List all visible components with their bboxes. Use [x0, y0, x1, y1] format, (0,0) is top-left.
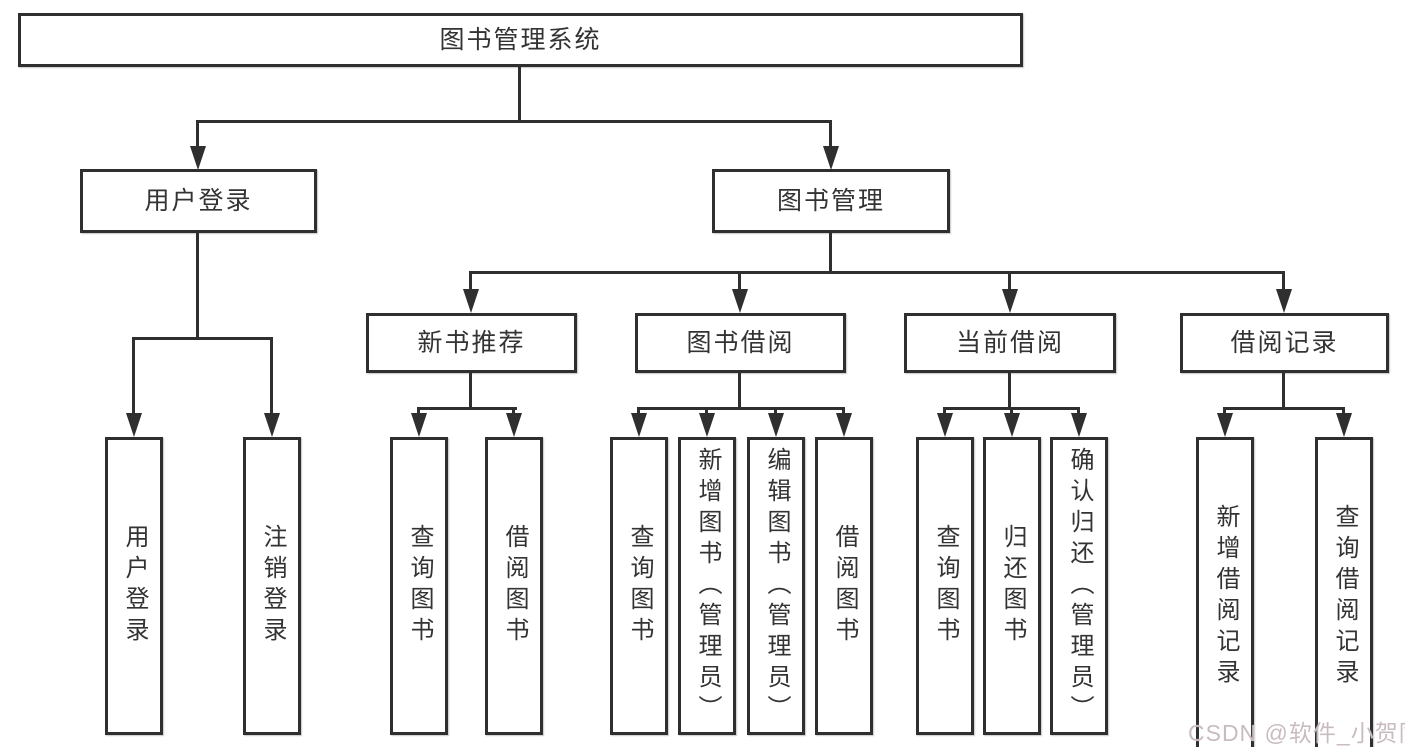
leaf-logout-label: 注销登录 — [259, 524, 286, 648]
arrowhead-bb-borrow — [836, 413, 852, 437]
connector-user-login-bar — [132, 337, 273, 340]
leaf-borrow-borrow: 借阅图书 — [815, 437, 873, 735]
connector-drop-bb-edit — [774, 407, 777, 415]
node-borrow-records-label: 借阅记录 — [1230, 328, 1339, 357]
connector-drop-nb-query — [417, 407, 420, 415]
node-current-borrow: 当前借阅 — [904, 313, 1116, 373]
node-new-book-recommend: 新书推荐 — [366, 313, 577, 373]
arrowhead-current-borrow — [1002, 289, 1018, 313]
node-root-label: 图书管理系统 — [439, 25, 602, 54]
connector-drop-book-mgmt — [829, 120, 832, 152]
leaf-current-return-label: 归还图书 — [999, 524, 1026, 648]
node-book-mgmt-label: 图书管理 — [776, 186, 885, 215]
arrowhead-bb-query — [631, 413, 647, 437]
leaf-logout: 注销登录 — [243, 437, 301, 735]
arrowhead-cb-confirm — [1071, 413, 1087, 437]
connector-drop-cb-query — [943, 407, 946, 415]
arrowhead-cb-query — [937, 413, 953, 437]
connector-book-mgmt-stem — [829, 233, 832, 271]
connector-drop-bb-query — [637, 407, 640, 415]
connector-drop-user-login — [196, 120, 199, 152]
node-current-borrow-label: 当前借阅 — [955, 328, 1064, 357]
node-book-borrow-label: 图书借阅 — [686, 328, 795, 357]
connector-book-borrow-stem — [738, 372, 741, 407]
leaf-borrow-add-admin: 新增图书（管理员） — [678, 437, 736, 735]
leaf-records-query: 查询借阅记录 — [1315, 437, 1373, 747]
node-new-book-recommend-label: 新书推荐 — [417, 328, 526, 357]
node-borrow-records: 借阅记录 — [1180, 313, 1389, 373]
node-book-mgmt: 图书管理 — [712, 169, 950, 233]
leaf-newbook-borrow: 借阅图书 — [485, 437, 543, 735]
connector-drop-leaf-user-login — [132, 337, 135, 415]
connector-new-book-stem — [469, 372, 472, 407]
arrowhead-book-mgmt — [823, 146, 839, 170]
connector-root-stem — [518, 67, 521, 120]
node-user-login: 用户登录 — [80, 169, 317, 233]
leaf-borrow-borrow-label: 借阅图书 — [831, 524, 858, 648]
leaf-borrow-query: 查询图书 — [610, 437, 668, 735]
leaf-current-return: 归还图书 — [983, 437, 1041, 735]
leaf-borrow-edit-admin-label: 编辑图书（管理员） — [763, 446, 790, 726]
connector-borrow-records-stem — [1282, 372, 1285, 407]
arrowhead-new-book — [463, 289, 479, 313]
connector-drop-br-query — [1342, 407, 1345, 415]
watermark: CSDN @软件_小贺同学 — [1188, 720, 1405, 746]
connector-drop-br-add — [1223, 407, 1226, 415]
arrowhead-nb-borrow — [506, 413, 522, 437]
connector-drop-book-borrow — [738, 271, 741, 291]
arrowhead-br-query — [1336, 413, 1352, 437]
arrowhead-bb-add — [699, 413, 715, 437]
arrowhead-br-add — [1217, 413, 1233, 437]
arrowhead-cb-return — [1004, 413, 1020, 437]
connector-drop-new-book — [469, 271, 472, 291]
connector-drop-bb-add — [705, 407, 708, 415]
leaf-records-add-label: 新增借阅记录 — [1212, 504, 1239, 690]
leaf-newbook-borrow-label: 借阅图书 — [501, 524, 528, 648]
leaf-newbook-query: 查询图书 — [390, 437, 448, 735]
node-user-login-label: 用户登录 — [144, 186, 253, 215]
leaf-user-login: 用户登录 — [105, 437, 163, 735]
connector-new-book-bar — [417, 407, 517, 410]
connector-current-borrow-stem — [1008, 372, 1011, 407]
connector-drop-borrow-records — [1282, 271, 1285, 291]
arrowhead-leaf-logout — [264, 413, 280, 437]
connector-book-borrow-bar — [637, 407, 845, 410]
arrowhead-leaf-user-login — [126, 413, 142, 437]
leaf-current-confirm-admin: 确认归还（管理员） — [1050, 437, 1108, 735]
connector-drop-bb-borrow — [842, 407, 845, 415]
connector-borrow-records-bar — [1223, 407, 1345, 410]
connector-drop-cb-return — [1010, 407, 1013, 415]
arrowhead-bb-edit — [768, 413, 784, 437]
connector-root-bar — [196, 120, 832, 123]
arrowhead-user-login — [190, 146, 206, 170]
connector-drop-cb-confirm — [1077, 407, 1080, 415]
arrowhead-borrow-records — [1276, 289, 1292, 313]
node-book-borrow: 图书借阅 — [635, 313, 846, 373]
leaf-current-confirm-admin-label: 确认归还（管理员） — [1066, 446, 1093, 726]
connector-drop-leaf-logout — [270, 337, 273, 415]
leaf-current-query: 查询图书 — [916, 437, 974, 735]
leaf-borrow-edit-admin: 编辑图书（管理员） — [747, 437, 805, 735]
arrowhead-nb-query — [411, 413, 427, 437]
node-root: 图书管理系统 — [18, 13, 1023, 67]
leaf-borrow-add-admin-label: 新增图书（管理员） — [694, 446, 721, 726]
leaf-newbook-query-label: 查询图书 — [406, 524, 433, 648]
connector-drop-current-borrow — [1008, 271, 1011, 291]
connector-book-mgmt-bar — [469, 271, 1285, 274]
leaf-current-query-label: 查询图书 — [932, 524, 959, 648]
connector-user-login-stem — [196, 233, 199, 337]
arrowhead-book-borrow — [732, 289, 748, 313]
leaf-user-login-label: 用户登录 — [121, 524, 148, 648]
leaf-borrow-query-label: 查询图书 — [626, 524, 653, 648]
connector-drop-nb-borrow — [512, 407, 515, 415]
leaf-records-query-label: 查询借阅记录 — [1331, 504, 1358, 690]
leaf-records-add: 新增借阅记录 — [1196, 437, 1254, 747]
